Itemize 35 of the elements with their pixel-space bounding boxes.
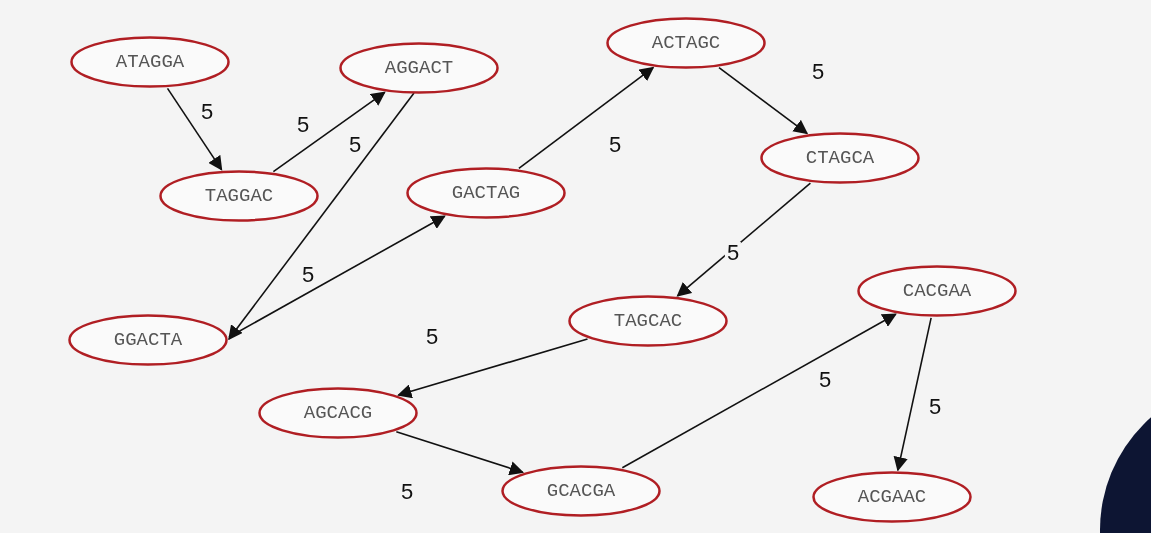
node-label: AGGACT [384, 57, 454, 79]
arrow [395, 430, 525, 476]
arrow [893, 317, 932, 472]
arrow [397, 338, 589, 399]
node-label: ATAGGA [115, 51, 185, 73]
ellipse-node [159, 170, 319, 222]
arrow [518, 66, 655, 170]
node-label: TAGGAC [204, 185, 274, 207]
ellipse-node [606, 17, 766, 69]
arrow [228, 215, 446, 338]
ellipse-node [258, 387, 418, 439]
arrow [676, 182, 812, 297]
ellipse-node [857, 265, 1017, 317]
ellipse-node [68, 314, 228, 366]
node-label: ACGAAC [857, 486, 927, 508]
node-label: GGACTA [113, 329, 183, 351]
node-label: CACGAA [902, 280, 972, 302]
arrow [718, 66, 809, 135]
arrow [621, 313, 897, 469]
node-label: GCACGA [546, 480, 616, 502]
node-label: GACTAG [451, 182, 521, 204]
node-label: AGCACG [303, 402, 373, 424]
ellipse-node [501, 465, 661, 517]
ellipse-node [760, 132, 920, 184]
ellipse-node [70, 36, 230, 88]
node-label: CTAGCA [805, 147, 875, 169]
node-label: TAGCAC [613, 310, 683, 332]
ellipse-node [568, 295, 728, 347]
arrow [228, 92, 415, 341]
arrow [166, 87, 223, 171]
ellipse-node [812, 471, 972, 523]
arrow [272, 91, 386, 173]
ellipse-node [339, 42, 499, 94]
ellipse-node [406, 167, 566, 219]
node-label: ACTAGC [651, 32, 721, 54]
